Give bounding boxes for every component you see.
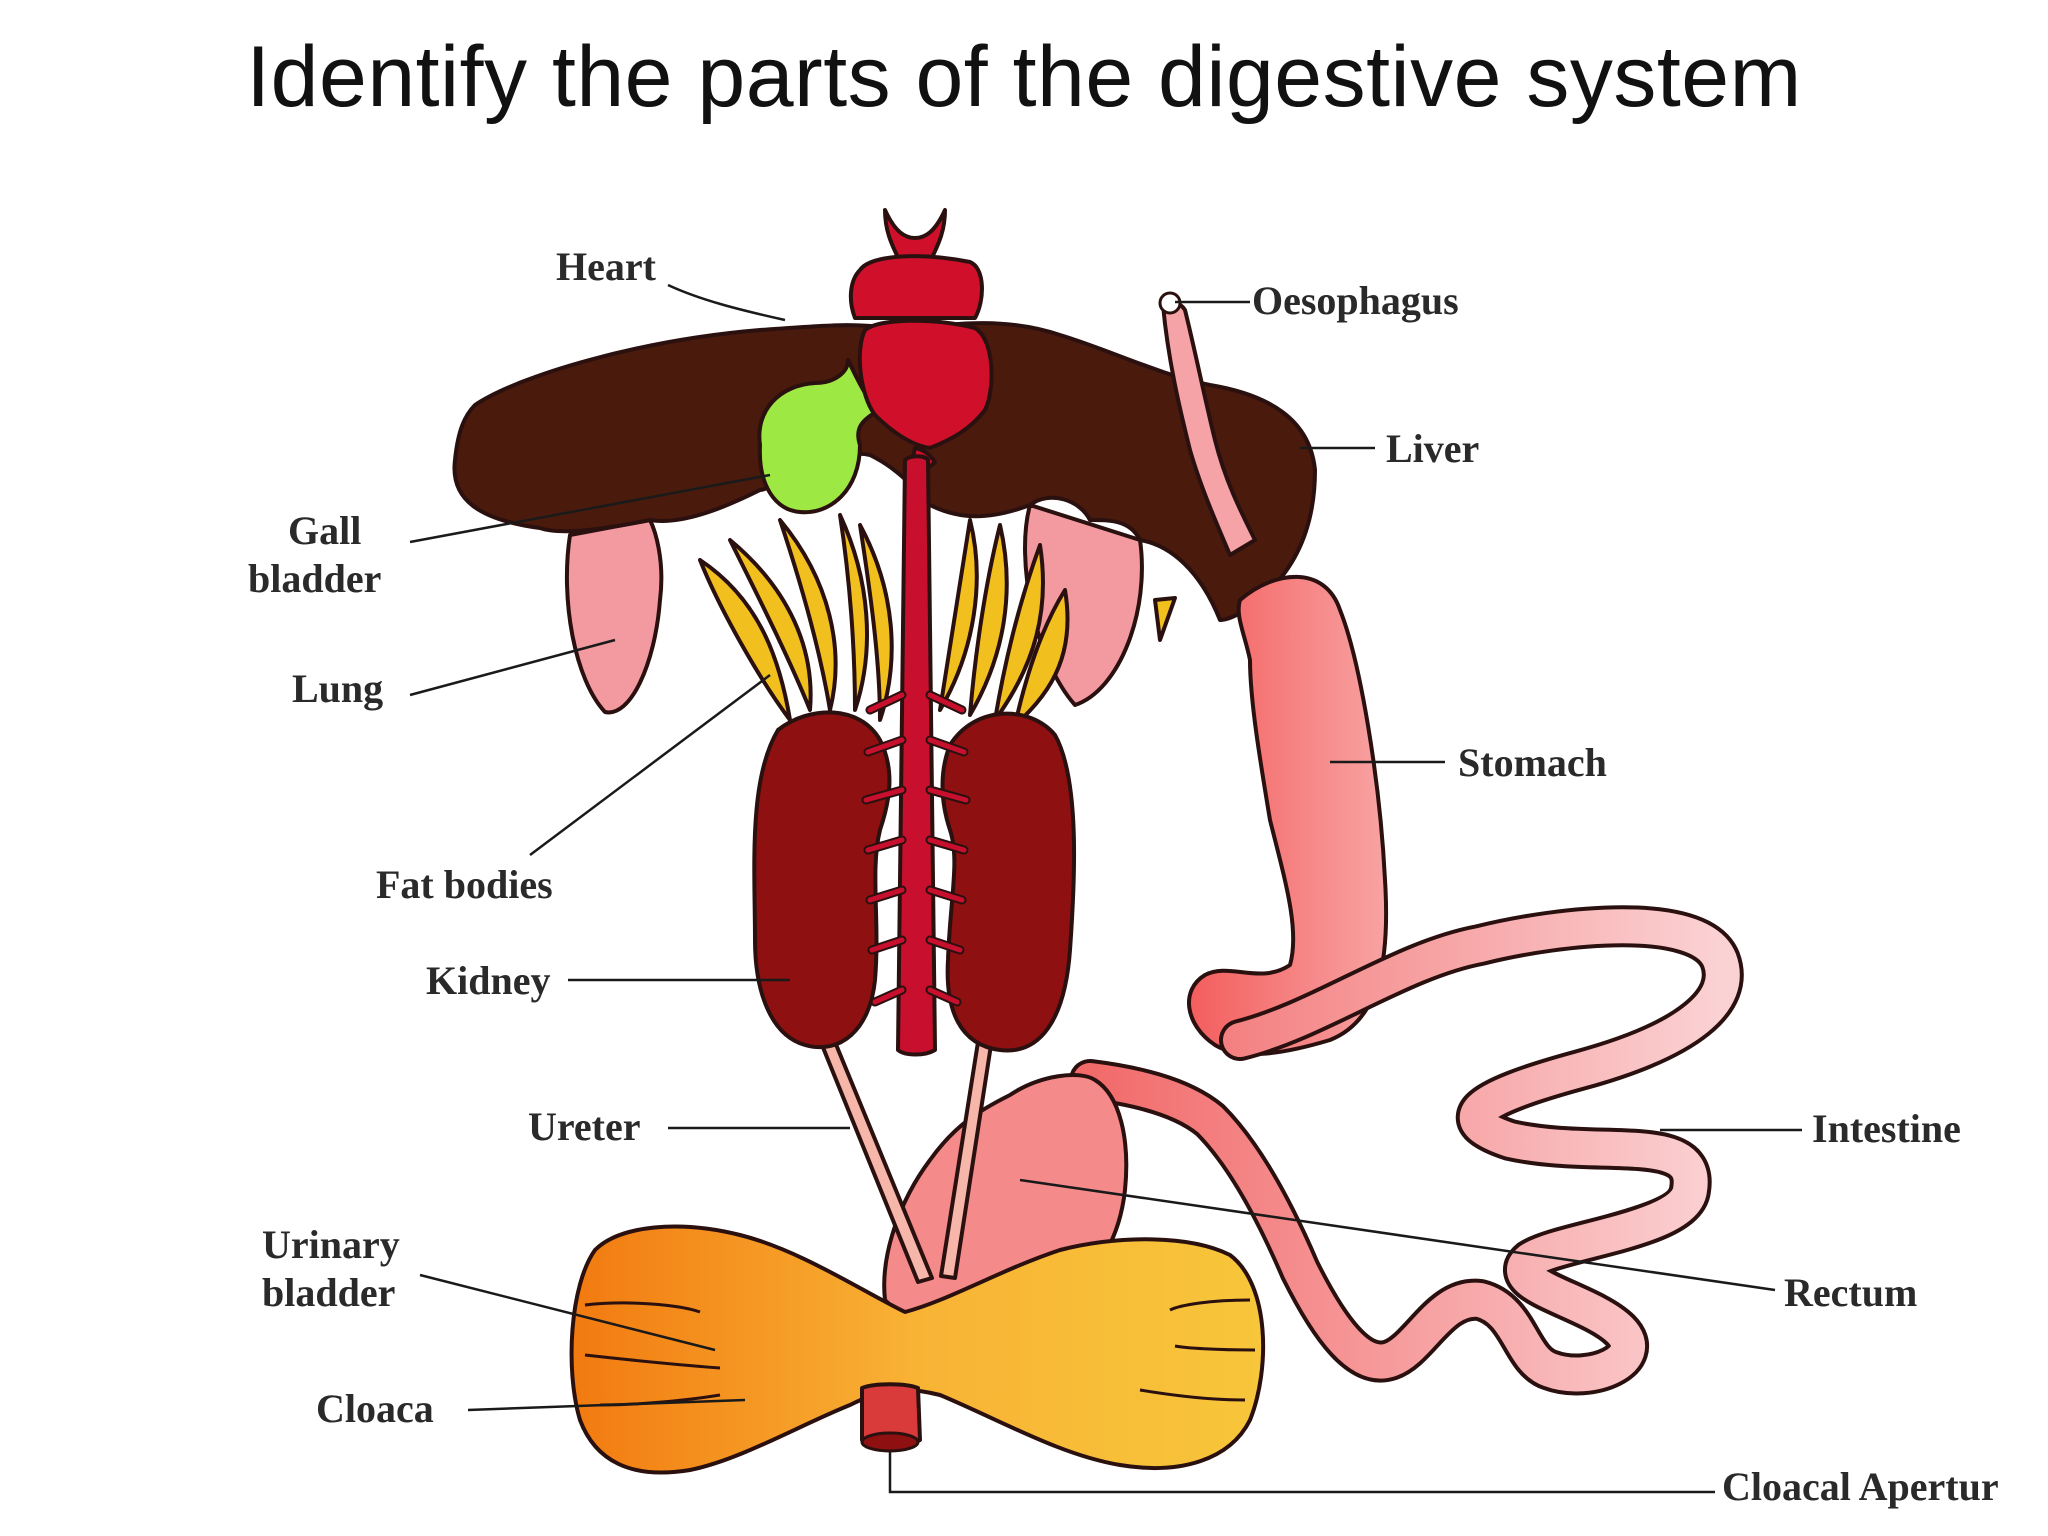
fat-bodies [698, 513, 1177, 727]
label-urinary-bladder-line1: Urinary [262, 1222, 400, 1267]
leader-lines [409, 283, 1802, 1494]
label-intestine: Intestine [1812, 1106, 1961, 1151]
dorsal-aorta [896, 454, 937, 1057]
renal-vessels-fill [863, 692, 969, 1005]
label-gall-bladder-line2: bladder [248, 556, 381, 601]
label-heart: Heart [556, 244, 657, 289]
oesophagus [1161, 300, 1257, 557]
lung-left [564, 518, 664, 715]
label-ureter: Ureter [528, 1104, 641, 1149]
stomach [1187, 574, 1389, 1057]
label-gall-bladder-line1: Gall [288, 508, 361, 553]
label-oesophagus: Oesophagus [1252, 278, 1459, 323]
label-fat-bodies: Fat bodies [376, 862, 553, 907]
label-kidney: Kidney [426, 958, 550, 1003]
urinary-bladder [569, 1224, 1266, 1475]
cloacal-aperture [860, 1431, 920, 1453]
kidney-right [940, 711, 1077, 1053]
label-cloaca: Cloaca [316, 1386, 434, 1431]
page-title: Identify the parts of the digestive syst… [246, 29, 1802, 125]
ureter-left [820, 1040, 934, 1284]
label-stomach: Stomach [1458, 740, 1607, 785]
heart [848, 208, 994, 470]
label-cloacal-aperture: Cloacal Apertur [1722, 1464, 1999, 1509]
label-rectum: Rectum [1784, 1270, 1917, 1315]
label-lung: Lung [292, 666, 383, 711]
kidney-left [752, 710, 892, 1050]
label-liver: Liver [1386, 426, 1479, 471]
label-urinary-bladder-line2: bladder [262, 1270, 395, 1315]
